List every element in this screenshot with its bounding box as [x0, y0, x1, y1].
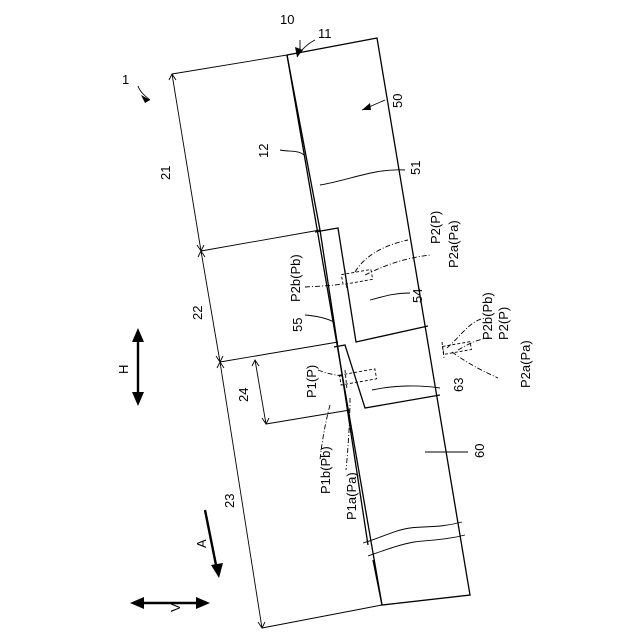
label-11: 11 [318, 26, 332, 41]
leader-12 [280, 150, 304, 155]
arrow-50-head [362, 103, 371, 110]
leader-p2-top [365, 255, 430, 275]
label-22: 22 [190, 306, 205, 320]
ext-line-22bottom [220, 342, 338, 362]
label-1: 1 [122, 72, 129, 87]
dim-arrowheads [169, 74, 269, 628]
label-51: 51 [408, 161, 423, 175]
label-p2-right: P2(P) [496, 307, 511, 340]
ext-line-22top [201, 230, 320, 251]
label-23: 23 [222, 494, 237, 508]
label-10: 10 [280, 12, 294, 27]
break-line-lower [368, 535, 465, 556]
label-21: 21 [158, 166, 173, 180]
label-p2b-right: P2b(Pb) [480, 292, 495, 340]
label-p2-top: P2(P) [428, 211, 443, 244]
label-54: 54 [410, 289, 425, 303]
dim-24 [255, 360, 266, 424]
label-p2a-right: P2a(Pa) [518, 340, 533, 388]
label-55: 55 [290, 318, 305, 332]
leader-63 [372, 386, 440, 390]
leader-p1 [318, 370, 342, 376]
ext-line-top [172, 55, 287, 74]
p2-right-box [443, 342, 472, 355]
label-12: 12 [256, 144, 271, 158]
label-24: 24 [236, 388, 251, 402]
leader-p2b-top [305, 284, 342, 287]
label-dir-h: H [116, 365, 131, 374]
leader-51 [320, 170, 405, 185]
label-p2a-top: P2a(Pa) [446, 220, 461, 268]
ext-line-24bottom [266, 410, 350, 424]
p1b-mark [345, 370, 347, 390]
label-p2b-top: P2b(Pb) [288, 254, 303, 302]
label-60: 60 [472, 444, 487, 458]
leader-p2a-right [452, 352, 498, 378]
label-p1a: P1a(Pa) [344, 472, 359, 520]
label-dir-a: A [194, 539, 209, 548]
dim-21 [172, 74, 201, 251]
ext-line-bottom [262, 605, 382, 628]
panel-edge-12-lower [373, 560, 382, 605]
label-p1: P1(P) [304, 365, 319, 398]
label-50: 50 [390, 94, 405, 108]
leader-55 [305, 315, 334, 322]
leader-54 [370, 293, 410, 300]
leader-p2a-top [355, 240, 408, 272]
label-dir-v: V [168, 603, 183, 612]
p2b-right-mark [442, 342, 444, 358]
label-63: 63 [451, 378, 466, 392]
label-p1b: P1b(Pb) [318, 446, 333, 494]
break-line-upper [363, 522, 462, 543]
direction-h-arrow [132, 328, 144, 406]
body-outline [287, 38, 470, 605]
